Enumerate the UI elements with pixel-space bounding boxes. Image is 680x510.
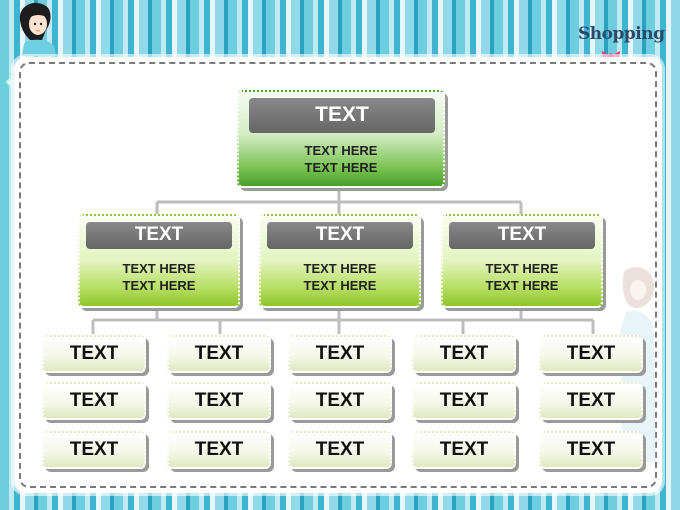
level2-node-line: TEXT HERE <box>303 261 377 276</box>
dashed-frame <box>19 62 657 488</box>
leaf-node[interactable]: TEXT <box>42 335 146 373</box>
girl-illustration-icon <box>19 2 56 56</box>
level2-node-line: TEXT HERE <box>485 261 559 276</box>
level2-node-title: TEXT <box>267 221 413 249</box>
level2-node-line: TEXT HERE <box>122 278 196 293</box>
level2-node-line: TEXT HERE <box>303 278 377 293</box>
brand-title: Shopping <box>578 24 665 44</box>
leaf-node[interactable]: TEXT <box>167 335 271 373</box>
leaf-node[interactable]: TEXT <box>288 335 392 373</box>
level2-node-title: TEXT <box>449 221 595 249</box>
root-node-title: TEXT <box>249 97 435 133</box>
root-node-body: TEXT HERE TEXT HERE <box>239 142 443 176</box>
leaf-node[interactable]: TEXT <box>412 382 516 420</box>
level2-node-line: TEXT HERE <box>485 278 559 293</box>
leaf-node[interactable]: TEXT <box>288 431 392 469</box>
level2-node[interactable]: TEXT TEXT HERE TEXT HERE <box>78 214 240 308</box>
root-node[interactable]: TEXT TEXT HERE TEXT HERE <box>237 90 445 188</box>
root-node-line: TEXT HERE <box>304 160 378 175</box>
leaf-node[interactable]: TEXT <box>42 382 146 420</box>
level2-node-body: TEXT HERE TEXT HERE <box>261 260 419 294</box>
level2-node-body: TEXT HERE TEXT HERE <box>443 260 601 294</box>
root-node-line: TEXT HERE <box>304 143 378 158</box>
leaf-node[interactable]: TEXT <box>412 431 516 469</box>
level2-node-line: TEXT HERE <box>122 261 196 276</box>
leaf-node[interactable]: TEXT <box>288 382 392 420</box>
leaf-node[interactable]: TEXT <box>42 431 146 469</box>
leaf-node[interactable]: TEXT <box>539 382 643 420</box>
level2-node[interactable]: TEXT TEXT HERE TEXT HERE <box>259 214 421 308</box>
level2-node-title: TEXT <box>86 221 232 249</box>
leaf-node[interactable]: TEXT <box>539 431 643 469</box>
leaf-node[interactable]: TEXT <box>167 431 271 469</box>
leaf-node[interactable]: TEXT <box>539 335 643 373</box>
leaf-node[interactable]: TEXT <box>167 382 271 420</box>
level2-node-body: TEXT HERE TEXT HERE <box>80 260 238 294</box>
leaf-node[interactable]: TEXT <box>412 335 516 373</box>
level2-node[interactable]: TEXT TEXT HERE TEXT HERE <box>441 214 603 308</box>
nav-arrow-icon[interactable] <box>4 75 14 89</box>
